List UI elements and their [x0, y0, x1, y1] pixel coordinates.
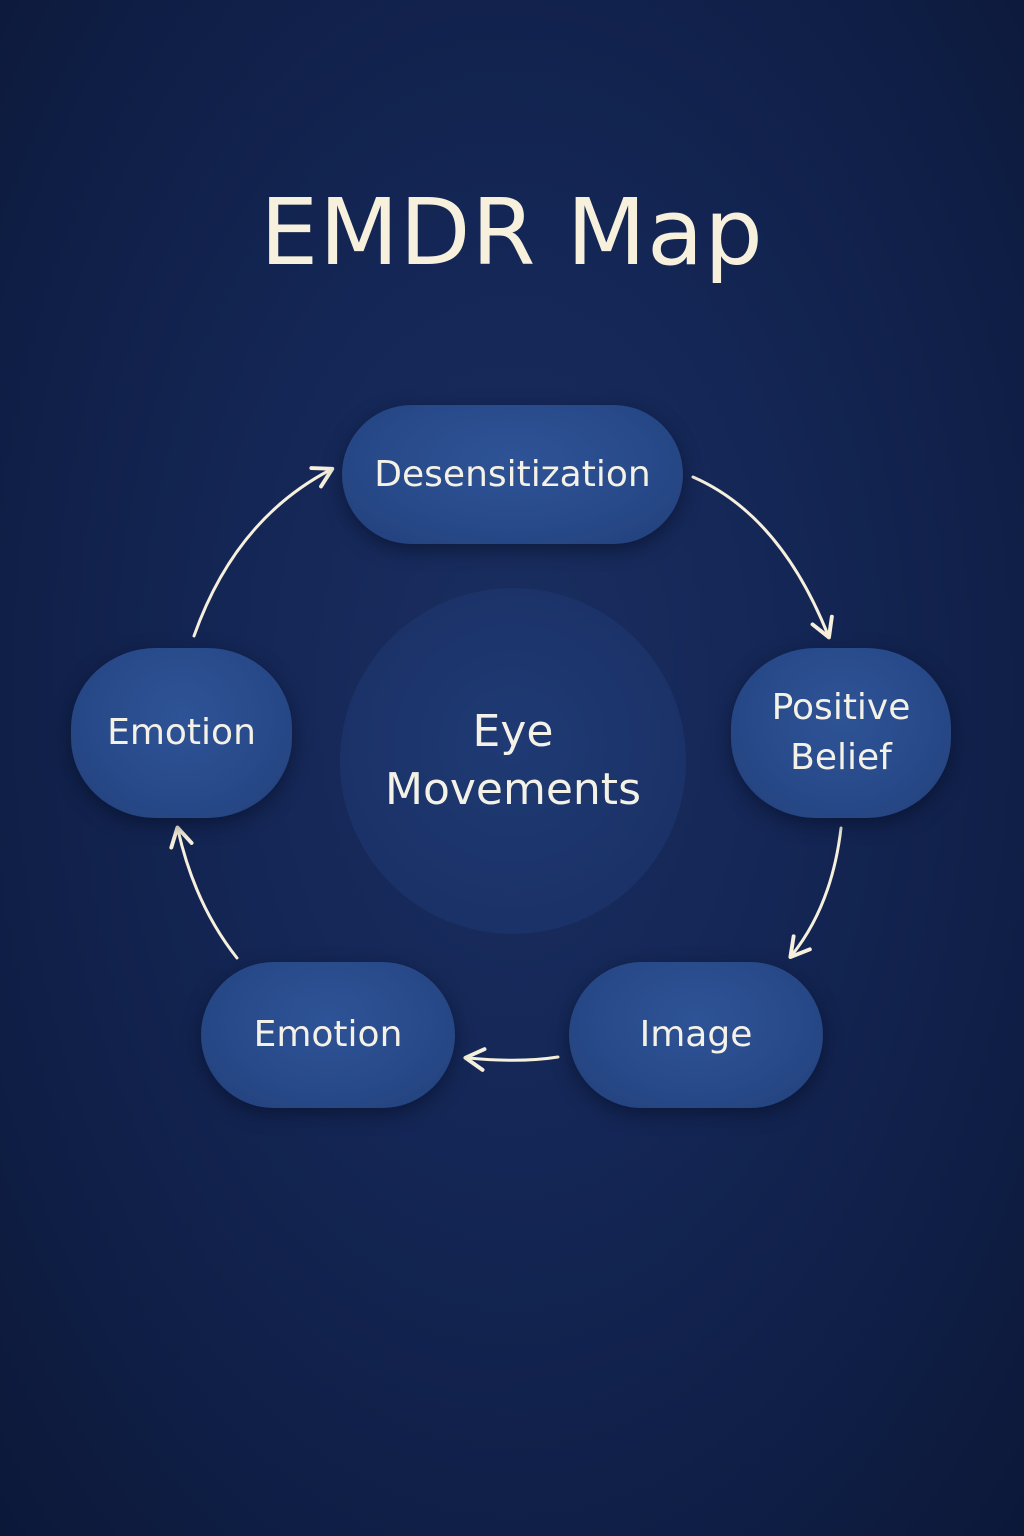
- node-label: Desensitization: [374, 453, 651, 495]
- arrow-positive-belief-to-image: [788, 826, 843, 959]
- node-label: Emotion: [253, 1014, 403, 1055]
- center-label-line1: Eye: [472, 706, 554, 757]
- node-label: Image: [639, 1014, 753, 1055]
- arrow-emotion-to-desensitization: [192, 466, 335, 638]
- node-emotion-bottom: Emotion: [201, 962, 455, 1108]
- node-label-line2: Belief: [790, 737, 892, 778]
- node-desensitization: Desensitization: [342, 405, 683, 544]
- node-label: Emotion: [107, 712, 256, 753]
- page-title: EMDR Map: [260, 179, 764, 286]
- arrow-emotion-to-emotion: [169, 825, 239, 960]
- arrow-image-to-emotion: [463, 1047, 560, 1072]
- center-label-line2: Movements: [385, 764, 641, 815]
- node-label-line1: Positive: [771, 687, 911, 728]
- node-image: Image: [569, 962, 823, 1108]
- node-emotion-left: Emotion: [71, 648, 292, 818]
- arrow-desensitization-to-positive-belief: [691, 475, 834, 640]
- center-eye-movements: Eye Movements: [340, 588, 686, 934]
- node-positive-belief: Positive Belief: [731, 648, 951, 818]
